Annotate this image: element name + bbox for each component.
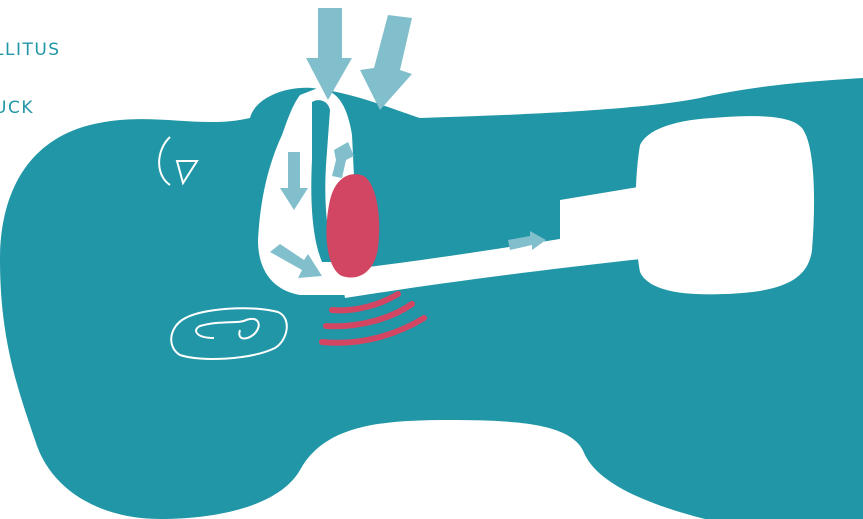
epiglottis <box>376 138 440 262</box>
airflow-arrow-nose <box>306 8 352 100</box>
lungs <box>636 116 815 294</box>
tongue <box>326 174 379 277</box>
airflow-arrow-mouth <box>360 15 412 110</box>
